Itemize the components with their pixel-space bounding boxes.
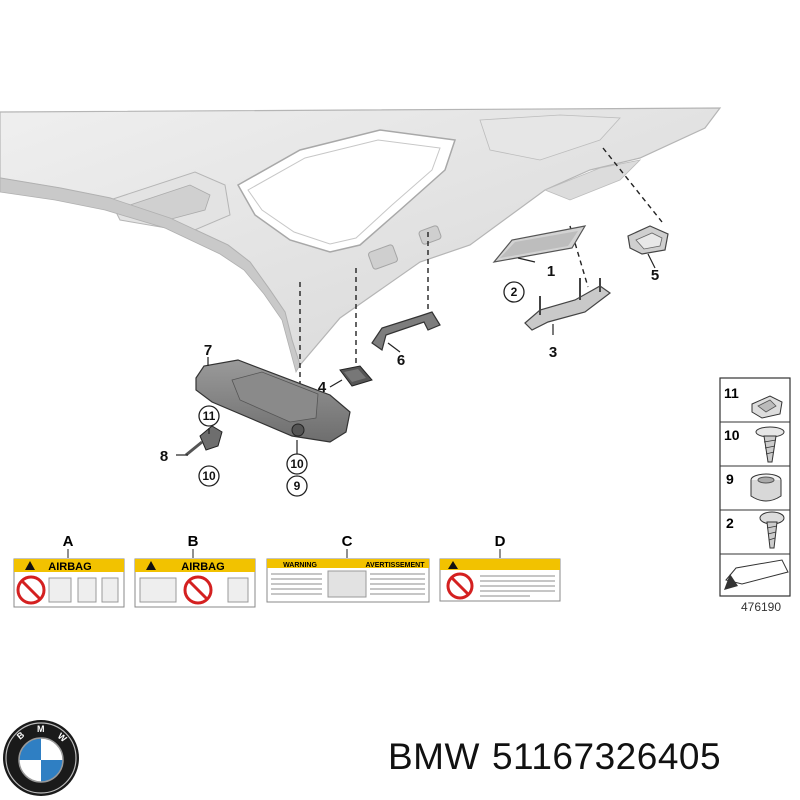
cover-part — [339, 365, 373, 387]
warning-labels: A AIRBAG B AIRBAG C WARNING AVERTISSEMEN… — [13, 533, 561, 608]
label-d-letter: D — [495, 533, 506, 550]
legend-item-2: 2 — [726, 515, 734, 531]
callout-10-a: 10 — [202, 469, 216, 483]
svg-text:M: M — [37, 724, 45, 734]
callout-4: 4 — [318, 379, 327, 396]
legend-item-9: 9 — [726, 471, 734, 487]
trim-strip — [492, 225, 587, 263]
callout-3: 3 — [549, 344, 557, 361]
label-c-letter: C — [342, 533, 353, 550]
callout-8: 8 — [160, 448, 168, 465]
bracket-part — [524, 278, 612, 331]
visor-hook — [185, 425, 223, 457]
callout-5: 5 — [651, 267, 659, 284]
callout-11: 11 — [203, 409, 216, 423]
diagram-number: 476190 — [741, 600, 781, 614]
callout-6: 6 — [397, 352, 405, 369]
callout-9: 9 — [294, 479, 301, 493]
callout-1: 1 — [547, 263, 555, 280]
grab-handle — [371, 311, 441, 351]
clip-part — [627, 225, 669, 255]
callout-10-b: 10 — [290, 457, 304, 471]
headliner — [0, 107, 722, 374]
footer-part-number: 51167326405 — [491, 736, 722, 777]
label-c-left-title: WARNING — [283, 562, 317, 569]
legend-item-10: 10 — [724, 427, 740, 443]
label-c-right-title: AVERTISSEMENT — [366, 562, 426, 569]
label-a-title: AIRBAG — [48, 561, 91, 573]
legend-item-11: 11 — [724, 385, 739, 401]
callout-lines — [176, 253, 656, 456]
legend-box: 11 10 9 2 476190 — [719, 377, 791, 614]
callout-7: 7 — [204, 342, 212, 359]
callout-2: 2 — [511, 285, 518, 299]
footer-brand: BMW — [388, 736, 480, 777]
label-b-title: AIRBAG — [181, 561, 224, 573]
footer-title: BMW 51167326405 — [388, 736, 733, 778]
sun-visor — [195, 359, 351, 443]
bmw-logo-icon: B M W — [3, 720, 79, 796]
label-b-letter: B — [188, 533, 199, 550]
svg-text:B: B — [15, 729, 27, 741]
label-a-letter: A — [63, 533, 74, 550]
